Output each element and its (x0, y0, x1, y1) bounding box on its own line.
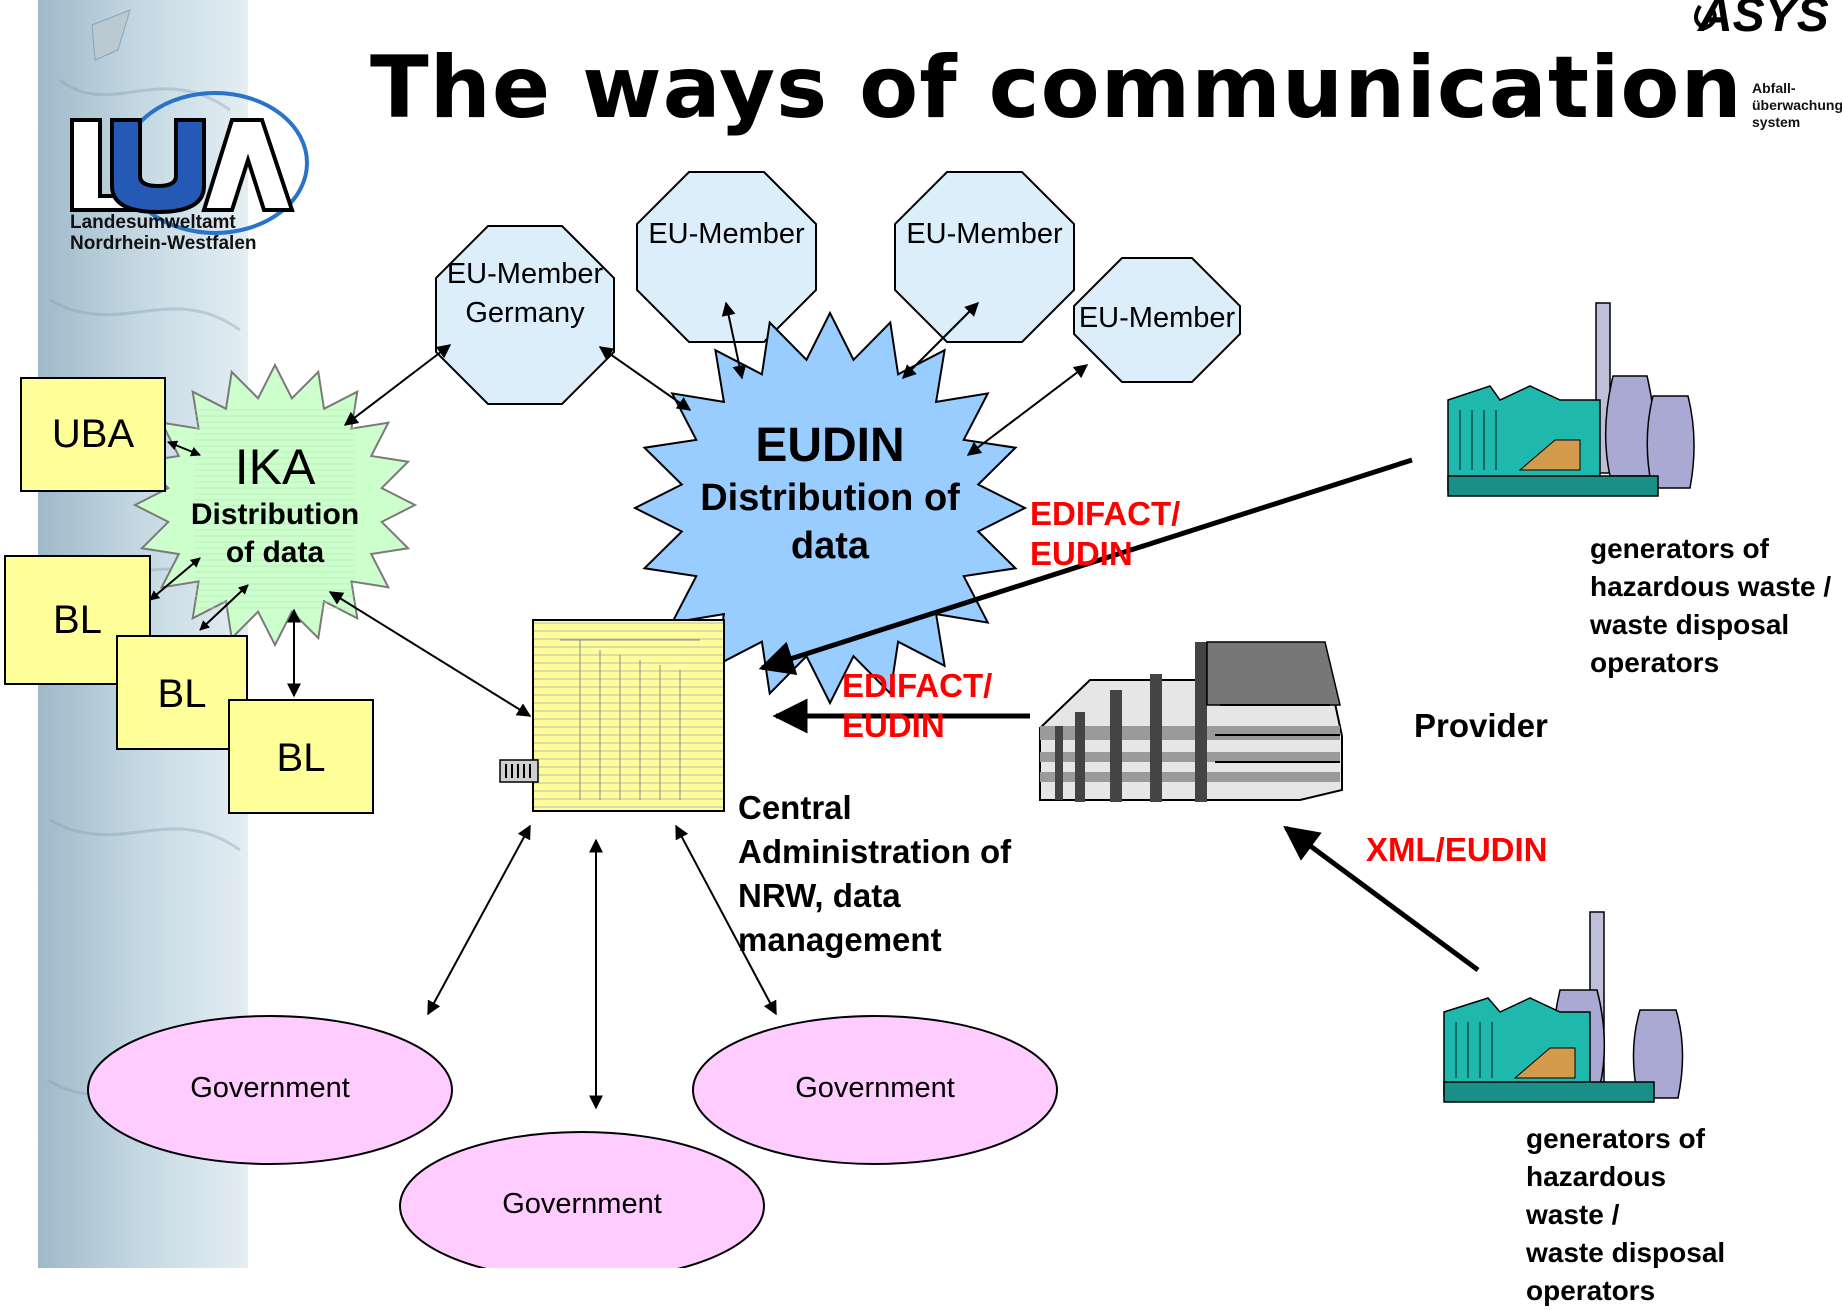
eu-member-3-shape (1073, 257, 1241, 383)
ika-label: IKA Distribution of data (170, 438, 380, 572)
central-database-icon (499, 619, 725, 812)
bl-1-label: BL (53, 598, 102, 642)
edge-label-edifact-top: EDIFACT/ EUDIN (1030, 494, 1180, 574)
eu-member-1-label: EU-Member (648, 218, 805, 250)
diagram-svg (4, 0, 1717, 1268)
edifact-top-line2: EUDIN (1030, 535, 1133, 572)
eu-member-2-label: EU-Member (906, 218, 1063, 250)
lua-logo-icon (70, 9, 309, 235)
edifact-mid-line2: EUDIN (842, 707, 945, 744)
factory-bottom-icon (1443, 911, 1684, 1103)
government-1-label: Government (190, 1072, 350, 1104)
page-title: The ways of communication (370, 38, 1743, 138)
uba-box-shape (20, 377, 166, 492)
lua-logo-line1: Landesumweltamt (70, 212, 236, 233)
generators-bottom-line3: waste disposal (1526, 1237, 1726, 1268)
generators-top-line2: hazardous waste / (1590, 571, 1832, 602)
eu-member-1-shape (636, 171, 817, 343)
government-3-label: Government (795, 1072, 955, 1104)
connector-central-gov1 (427, 824, 531, 1016)
connector-ika-germany (343, 344, 452, 426)
eudin-line2: data (790, 525, 870, 567)
central-line2: Administration of (738, 833, 1012, 870)
government-3-shape (692, 1015, 1058, 1165)
connector-member3-eudin (966, 364, 1089, 456)
government-1-shape (87, 1015, 453, 1165)
generators-top-line3: waste disposal (1590, 609, 1790, 640)
connector-bl1-ika (149, 557, 201, 601)
connector-central-gov3 (675, 824, 777, 1016)
government-2-label: Government (502, 1188, 662, 1220)
edifact-mid-line1: EDIFACT/ (842, 667, 993, 704)
bl-box-3-shape (228, 699, 374, 814)
central-line3: NRW, data (738, 877, 901, 914)
factory-top-icon (1447, 302, 1695, 497)
central-line4: management (738, 921, 942, 958)
edge-label-edifact-mid: EDIFACT/ EUDIN (842, 666, 992, 746)
bl-box-2-shape (116, 635, 248, 750)
lua-logo-line2: Nordrhein-Westfalen (70, 233, 257, 254)
asys-logo-icon (1694, 4, 1717, 31)
eu-member-germany-shape (435, 225, 615, 405)
connector-bl2-ika (199, 584, 249, 631)
eu-member-germany-line1: EU-Member (446, 258, 604, 290)
generators-bottom-line2: waste / (1526, 1199, 1620, 1230)
generators-top-line4: operators (1590, 647, 1720, 678)
generators-top-line1: generators of (1590, 533, 1769, 564)
edifact-top-line1: EDIFACT/ (1030, 495, 1181, 532)
connector-factory-central (758, 457, 1413, 676)
connector-uba-ika (167, 440, 201, 457)
eudin-title: EUDIN (755, 419, 905, 472)
eu-member-germany-line2: Germany (465, 297, 585, 329)
eu-member-2-shape (894, 171, 1075, 343)
uba-label: UBA (51, 412, 135, 456)
eu-member-3-label: EU-Member (1078, 302, 1236, 334)
ika-title: IKA (234, 439, 316, 495)
generators-bottom-line4: operators (1526, 1275, 1656, 1306)
central-admin-label: Central Administration of NRW, data mana… (738, 786, 1011, 962)
ika-line1: Distribution (190, 498, 360, 531)
provider-building-icon (1039, 641, 1343, 802)
central-line1: Central (738, 789, 852, 826)
ika-texture (195, 409, 355, 609)
asys-logo-line1: Abfall- (1752, 80, 1796, 96)
connector-germany-eudin (598, 346, 692, 411)
provider-label: Provider (1414, 707, 1548, 744)
lua-logo-text: Landesumweltamt Nordrhein-Westfalen (70, 212, 257, 254)
ika-line2: of data (225, 536, 325, 569)
generators-top-label: generators of hazardous waste / waste di… (1590, 530, 1831, 682)
generators-bottom-line1: generators of hazardous (1526, 1123, 1705, 1192)
connector-ika-central (328, 591, 532, 717)
connector-factory-provider (1283, 825, 1480, 973)
eudin-label: EUDIN Distribution of data (650, 418, 1010, 570)
connector-member1-eudin (721, 301, 747, 380)
bl-box-1-shape (4, 555, 151, 685)
bl-3-label: BL (276, 736, 326, 780)
eu-member-germany-label: EU-Member Germany (436, 255, 614, 333)
connector-member2-eudin (902, 302, 979, 379)
edge-label-xml: XML/EUDIN (1366, 831, 1548, 868)
asys-logo-mark: ASYS (1698, 0, 1829, 42)
asys-logo-line3: system (1752, 114, 1801, 130)
bl-2-label: BL (157, 672, 207, 716)
generators-bottom-label: generators of hazardous waste / waste di… (1526, 1120, 1842, 1310)
government-2-shape (399, 1131, 765, 1268)
slide-canvas: The ways of communication Landesumweltam… (4, 0, 1842, 1306)
eudin-line1: Distribution of (700, 477, 960, 519)
